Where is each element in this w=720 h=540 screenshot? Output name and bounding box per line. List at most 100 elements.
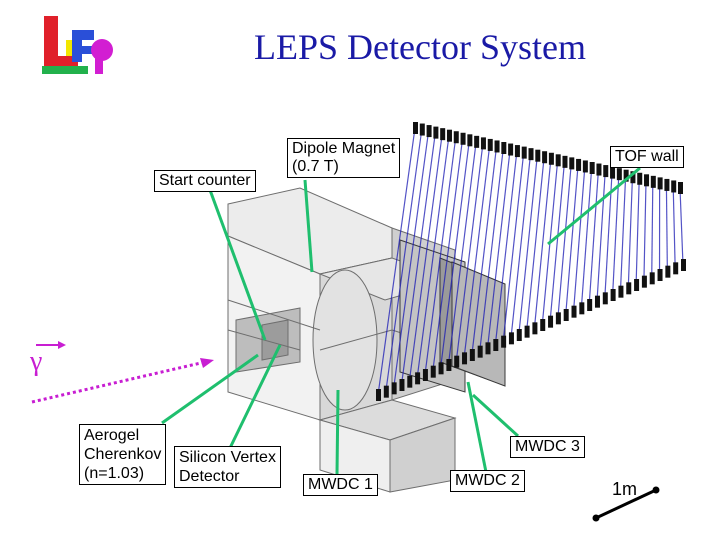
label-aerogel: Aerogel Cherenkov (n=1.03)	[79, 424, 167, 485]
tof-slab-pmt-top	[630, 171, 636, 184]
label-aerogel-line1: Aerogel	[84, 427, 140, 444]
tof-slab	[393, 130, 430, 389]
tof-slab	[672, 186, 676, 269]
tof-slab-pmt-bottom	[555, 312, 561, 325]
tof-slab-pmt-bottom	[649, 272, 655, 285]
tof-slab	[533, 158, 552, 329]
tof-slab-pmt-top	[576, 158, 582, 171]
tof-slab-pmt-bottom	[462, 352, 468, 365]
leps-logo	[40, 14, 118, 76]
tof-slab-pmt-top	[474, 135, 480, 148]
tof-slab-pmt-top	[678, 182, 683, 194]
tof-slab-pmt-bottom	[477, 345, 483, 358]
tof-slab-pmt-top	[589, 162, 595, 174]
tof-slab-pmt-bottom	[422, 369, 428, 381]
tof-slab-pmt-top	[555, 154, 561, 167]
tof-slab-pmt-top	[562, 155, 568, 168]
tof-slab-pmt-top	[623, 169, 629, 182]
label-silicon-vertex-line2: Detector	[179, 468, 240, 485]
tof-slab-pmt-bottom	[383, 385, 389, 398]
label-silicon-vertex: Silicon Vertex Detector	[174, 446, 281, 488]
tof-slab-pmt-bottom	[415, 372, 421, 385]
tof-slab-pmt-bottom	[524, 325, 530, 338]
tof-slab	[455, 143, 484, 362]
tof-slab-pmt-top	[528, 148, 534, 161]
tof-slab-pmt-bottom	[446, 359, 452, 371]
tof-slab-pmt-bottom	[532, 322, 538, 335]
tof-slab-pmt-bottom	[469, 349, 475, 361]
tof-slab	[400, 132, 436, 386]
tof-slab-pmt-top	[426, 125, 432, 138]
tof-slab-pmt-bottom	[508, 332, 514, 345]
tof-slab	[447, 141, 477, 366]
tof-slab	[612, 174, 620, 296]
label-scale: 1m	[612, 479, 638, 499]
label-dipole-magnet-line1: Dipole Magnet	[292, 140, 396, 157]
tof-slab-pmt-bottom	[501, 335, 507, 348]
tof-slab	[596, 171, 606, 302]
label-dipole-magnet: Dipole Magnet (0.7 T)	[287, 138, 401, 178]
tof-slab	[619, 175, 627, 292]
tof-slab	[510, 154, 532, 339]
tof-slab	[471, 146, 498, 356]
tof-slab-pmt-top	[548, 152, 554, 165]
tof-slab	[416, 135, 450, 379]
label-aerogel-line3: (n=1.03)	[84, 465, 145, 482]
tof-slab-pmt-top	[671, 180, 677, 193]
tof-slab-pmt-top	[514, 145, 520, 158]
tof-slab-pmt-top	[487, 138, 493, 151]
tof-slab-pmt-bottom	[399, 379, 405, 391]
tof-slab-pmt-top	[569, 157, 575, 170]
gamma-beam	[31, 341, 214, 404]
tof-slab	[627, 177, 634, 289]
tof-slab-pmt-bottom	[571, 305, 577, 318]
tof-slab-pmt-top	[610, 166, 616, 179]
tof-slab	[385, 129, 423, 392]
tof-slab	[665, 184, 668, 272]
tof-slab	[635, 178, 640, 286]
tof-slab-pmt-bottom	[376, 389, 381, 401]
label-mwdc1: MWDC 1	[303, 474, 378, 496]
tof-slab	[572, 166, 586, 312]
tof-slab	[439, 140, 470, 369]
tof-slab	[408, 134, 443, 382]
tof-slab-pmt-bottom	[594, 295, 600, 308]
tof-slab-pmt-top	[637, 172, 643, 185]
tof-slab-pmt-top	[413, 122, 418, 134]
gamma-arrow-icon: γ	[30, 346, 43, 377]
tof-slab-pmt-bottom	[587, 299, 593, 311]
tof-slab	[651, 181, 654, 279]
tof-slab	[494, 151, 518, 346]
tof-slab	[486, 149, 511, 349]
tof-slab-pmt-bottom	[540, 319, 546, 331]
tof-slab	[502, 152, 525, 342]
tof-slab-pmt-bottom	[485, 342, 491, 355]
tof-slab-pmt-bottom	[641, 275, 647, 288]
tof-slab-pmt-top	[501, 142, 507, 154]
tof-slab	[549, 161, 566, 322]
tof-slab-pmt-bottom	[438, 362, 444, 375]
tof-slab	[377, 127, 416, 396]
tof-slab	[432, 138, 464, 372]
tof-slab-pmt-top	[535, 149, 541, 162]
tof-slab	[557, 163, 572, 319]
tof-slab-pmt-top	[616, 168, 622, 181]
tof-slab-pmt-top	[596, 163, 602, 176]
tof-slab-pmt-bottom	[579, 302, 585, 315]
label-dipole-magnet-line2: (0.7 T)	[292, 158, 339, 175]
scale-bar-icon	[592, 486, 660, 522]
tof-slab-pmt-top	[460, 132, 466, 145]
tof-slab	[424, 137, 457, 376]
tof-slab	[479, 147, 504, 352]
tof-slab-pmt-bottom	[657, 269, 663, 281]
tof-slab-pmt-bottom	[665, 265, 671, 278]
tof-slab-pmt-bottom	[618, 285, 624, 298]
tof-slab-pmt-bottom	[454, 355, 460, 368]
tof-slab-pmt-top	[433, 126, 439, 139]
tof-slab-pmt-bottom	[563, 309, 569, 321]
tof-slab-pmt-top	[480, 137, 486, 150]
tof-slab	[643, 180, 647, 282]
tof-slab-pmt-top	[419, 123, 425, 136]
tof-slab	[565, 164, 579, 316]
